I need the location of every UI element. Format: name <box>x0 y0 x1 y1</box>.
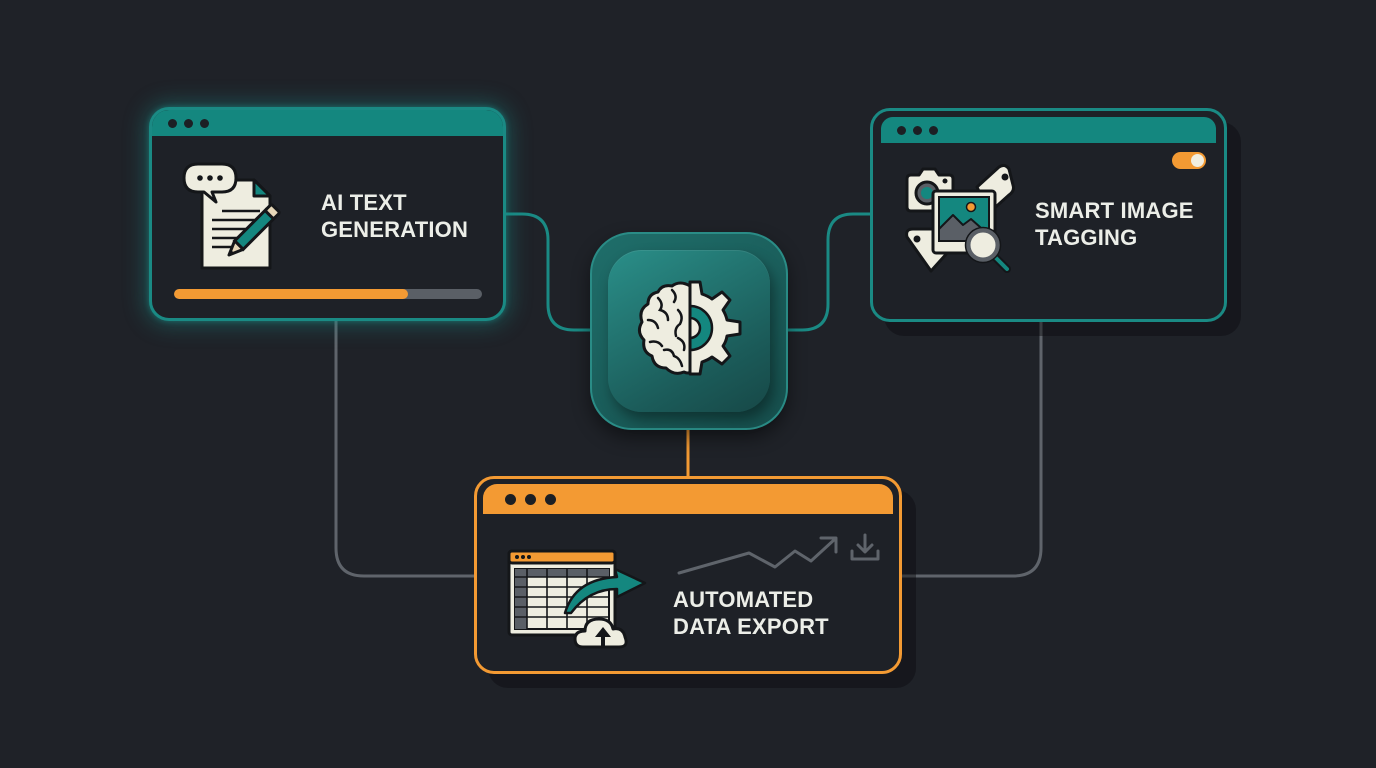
enable-toggle[interactable] <box>1172 152 1206 169</box>
window-titlebar <box>152 110 503 136</box>
image-tag-search-icon <box>905 163 1015 273</box>
connector-image-to-hub <box>784 212 872 332</box>
ai-hub-inner <box>608 250 770 412</box>
document-chat-pencil-icon <box>182 162 281 270</box>
title-line-2: DATA EXPORT <box>673 614 829 639</box>
spreadsheet-cloud-upload-icon <box>507 549 647 649</box>
trend-line-icon <box>677 536 838 575</box>
window-dot <box>545 493 556 505</box>
window-titlebar <box>483 484 893 514</box>
title-line-2: TAGGING <box>1035 225 1138 250</box>
window-dot <box>200 118 209 128</box>
card-smart-image-tagging[interactable]: SMART IMAGE TAGGING <box>870 108 1227 322</box>
card-title: AUTOMATED DATA EXPORT <box>673 586 829 640</box>
download-icon[interactable] <box>849 533 881 563</box>
window-dot <box>505 493 516 505</box>
window-dot <box>897 125 906 135</box>
progress-fill <box>174 289 409 299</box>
card-automated-data-export[interactable]: AUTOMATED DATA EXPORT <box>474 476 902 674</box>
connector-text-to-hub <box>503 212 594 332</box>
brain-gear-icon <box>637 280 742 376</box>
title-line-2: GENERATION <box>321 217 469 242</box>
card-ai-text-generation[interactable]: AI TEXT GENERATION <box>149 107 506 321</box>
card-title: AI TEXT GENERATION <box>321 189 468 243</box>
window-dot <box>184 118 193 128</box>
window-dot <box>525 493 536 505</box>
window-dot <box>929 125 938 135</box>
window-dot <box>168 118 177 128</box>
title-line-1: SMART IMAGE <box>1035 198 1194 223</box>
progress-bar <box>174 289 482 299</box>
connector-text-to-export <box>334 318 476 578</box>
title-line-1: AUTOMATED <box>673 587 814 612</box>
window-dot <box>913 125 922 135</box>
title-line-1: AI TEXT <box>321 190 407 215</box>
ai-hub[interactable] <box>590 232 788 430</box>
card-title: SMART IMAGE TAGGING <box>1035 197 1194 251</box>
window-titlebar <box>881 117 1216 143</box>
toggle-knob <box>1191 154 1204 167</box>
connector-image-to-export <box>900 320 1043 578</box>
